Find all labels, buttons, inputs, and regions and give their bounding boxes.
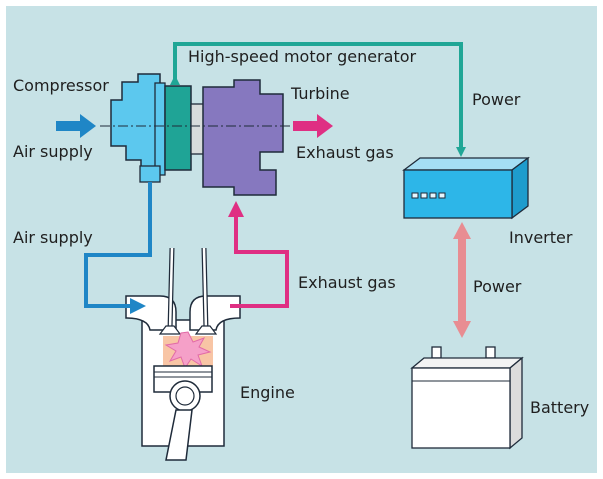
piston — [153, 365, 213, 393]
label-air-supply-bottom: Air supply — [13, 228, 93, 247]
inverter-indicator-lights — [411, 192, 446, 199]
label-battery: Battery — [530, 398, 589, 417]
battery-unit — [410, 346, 524, 450]
label-exhaust-gas-bottom: Exhaust gas — [298, 273, 396, 292]
label-exhaust-gas-top: Exhaust gas — [296, 143, 394, 162]
label-engine: Engine — [240, 383, 295, 402]
compressor-outlet — [139, 165, 161, 183]
exhaust-port — [189, 295, 241, 331]
inverter-front — [403, 169, 513, 219]
compressor-housing — [110, 73, 161, 169]
label-compressor: Compressor — [13, 76, 109, 95]
turbine-housing — [202, 79, 284, 196]
label-turbine: Turbine — [290, 84, 350, 103]
motor-generator-body — [164, 85, 192, 171]
power-line-generator-to-inverter — [170, 42, 466, 157]
battery-front — [411, 367, 511, 449]
exhaust-line-to-turbine — [230, 214, 289, 308]
exhaust-arrowhead — [228, 201, 244, 217]
battery-side — [509, 356, 523, 450]
air-supply-line-to-engine — [84, 182, 152, 308]
engine-cylinder — [125, 247, 241, 461]
battery-terminal-right — [485, 346, 496, 359]
inverter-unit — [402, 156, 530, 220]
inverter-top — [402, 157, 530, 171]
label-motor-generator: High-speed motor generator — [188, 47, 417, 66]
compressor-flange — [154, 82, 166, 176]
air-supply-arrowhead — [130, 298, 146, 314]
battery-power-arrow — [453, 222, 471, 338]
label-inverter: Inverter — [509, 228, 573, 247]
air-supply-in-arrow — [56, 114, 96, 138]
combustion-burst — [164, 331, 212, 370]
label-power-bottom: Power — [473, 277, 522, 296]
label-power-top: Power — [472, 90, 521, 109]
connecting-rod — [165, 409, 193, 461]
battery-terminal-left — [431, 346, 442, 359]
label-air-supply-top: Air supply — [13, 142, 93, 161]
battery-top — [410, 357, 524, 369]
